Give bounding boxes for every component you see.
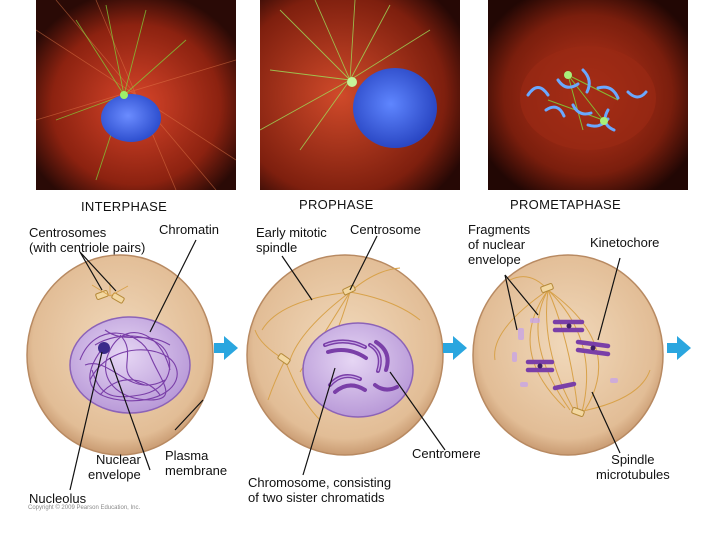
prometaphase-cell <box>472 254 664 456</box>
interphase-centrosomes <box>91 282 129 304</box>
prophase-micrograph <box>260 0 460 190</box>
prophase-cell <box>246 254 444 456</box>
prometaphase-micrograph <box>488 0 688 190</box>
label-chromatin: Chromatin <box>159 222 219 237</box>
label-nuclear-envelope: Nuclear envelope <box>88 452 141 482</box>
label-chromosome: Chromosome, consisting of two sister chr… <box>248 475 392 505</box>
label-spindle-microtubules: Spindle microtubules <box>596 452 670 482</box>
label-centrosomes: Centrosomes (with centriole pairs) <box>29 225 146 255</box>
label-plasma-membrane: Plasma membrane <box>165 448 228 478</box>
kinetochores <box>537 323 596 369</box>
nuclear-envelope-fragments <box>512 318 618 387</box>
arrow-1 <box>214 336 238 360</box>
label-kinetochore: Kinetochore <box>590 235 660 250</box>
prometaphase-chromosomes <box>525 319 611 391</box>
leader-lines <box>69 235 621 491</box>
arrow-3 <box>667 336 691 360</box>
interphase-micrograph <box>36 0 236 190</box>
interphase-cell <box>26 254 214 456</box>
copyright-notice: Copyright © 2009 Pearson Education, Inc. <box>28 505 141 511</box>
chromatin-threads <box>79 329 178 402</box>
label-centromere: Centromere <box>412 446 481 461</box>
prometaphase-spindle <box>494 276 651 413</box>
label-nucleolus: Nucleolus <box>29 491 87 506</box>
interphase-nucleus <box>69 316 191 414</box>
phase-arrows <box>214 336 691 360</box>
label-centrosome: Centrosome <box>350 222 421 237</box>
phase-title-prophase: PROPHASE <box>299 197 374 212</box>
label-fragments-nuclear-envelope: Fragments of nuclear envelope <box>468 222 531 267</box>
prophase-nucleus <box>302 322 414 418</box>
nucleolus-dot <box>98 342 110 354</box>
label-early-mitotic-spindle: Early mitotic spindle <box>256 225 327 255</box>
arrow-2 <box>443 336 467 360</box>
phase-title-prometaphase: PROMETAPHASE <box>510 197 621 212</box>
phase-title-interphase: INTERPHASE <box>81 199 168 214</box>
